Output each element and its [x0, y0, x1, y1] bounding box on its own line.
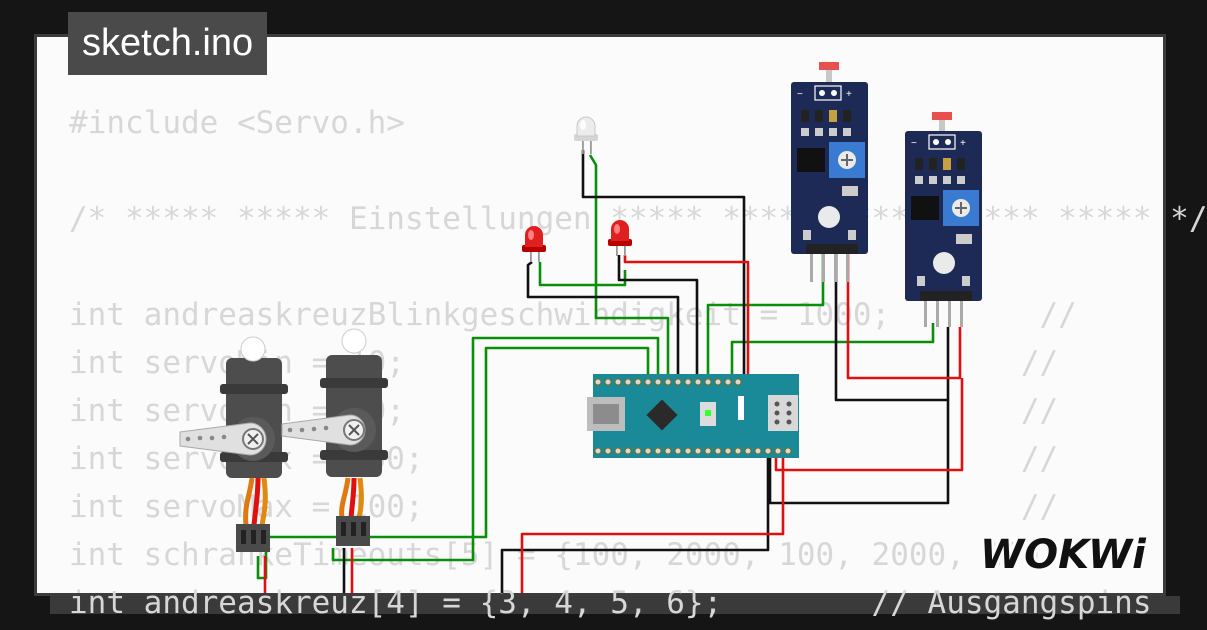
servo-2[interactable] [281, 328, 388, 546]
servo-1[interactable] [179, 336, 288, 552]
canvas-shadow [50, 596, 1180, 614]
wire-black [768, 400, 950, 505]
diagram-canvas[interactable]: #include <Servo.h> /* ***** ***** Einste… [34, 34, 1207, 621]
light-sensor-1[interactable]: − + [791, 62, 868, 282]
light-sensor-2[interactable]: − + [905, 112, 982, 327]
wire-green [730, 323, 935, 380]
wire-green [256, 346, 650, 580]
file-title: sketch.ino [68, 12, 268, 75]
wire-black [617, 255, 699, 380]
wire-red [774, 378, 964, 472]
code-line: int schrankeTimeouts[5] = {100, 2000, 10… [69, 537, 1077, 573]
wokwi-logo: WOKWi WOKWi [977, 529, 1150, 581]
wire-green [538, 262, 627, 287]
wokwi-logo-text: WOKWi [980, 532, 1147, 578]
wire-black [526, 260, 680, 380]
code-line: int andreaskreuzBlinkgeschwindigkeit = 1… [69, 297, 1077, 333]
wire-black [834, 253, 950, 402]
svg-text:+: + [846, 89, 852, 100]
wire-green [706, 253, 825, 380]
wire-green [331, 336, 660, 562]
code-line: int andreaskreuz[4] = {3, 4, 5, 6}; // A… [69, 585, 1152, 621]
wokwi-logo-halo: WOKWi [980, 532, 1147, 578]
wires [256, 150, 964, 593]
code-line: #include <Servo.h> [69, 105, 405, 141]
svg-text:−: − [911, 138, 917, 149]
wire-black [500, 453, 770, 593]
wire-red [520, 453, 785, 593]
arduino-nano[interactable] [587, 374, 799, 458]
wire-black [581, 150, 746, 380]
svg-text:−: − [797, 89, 803, 100]
led-white[interactable] [574, 116, 598, 154]
wire-red [623, 255, 750, 380]
svg-text:+: + [960, 138, 966, 149]
led-red-1[interactable] [522, 226, 546, 262]
led-red-2[interactable] [608, 220, 632, 256]
wire-green [588, 154, 670, 380]
wire-red [846, 253, 962, 380]
